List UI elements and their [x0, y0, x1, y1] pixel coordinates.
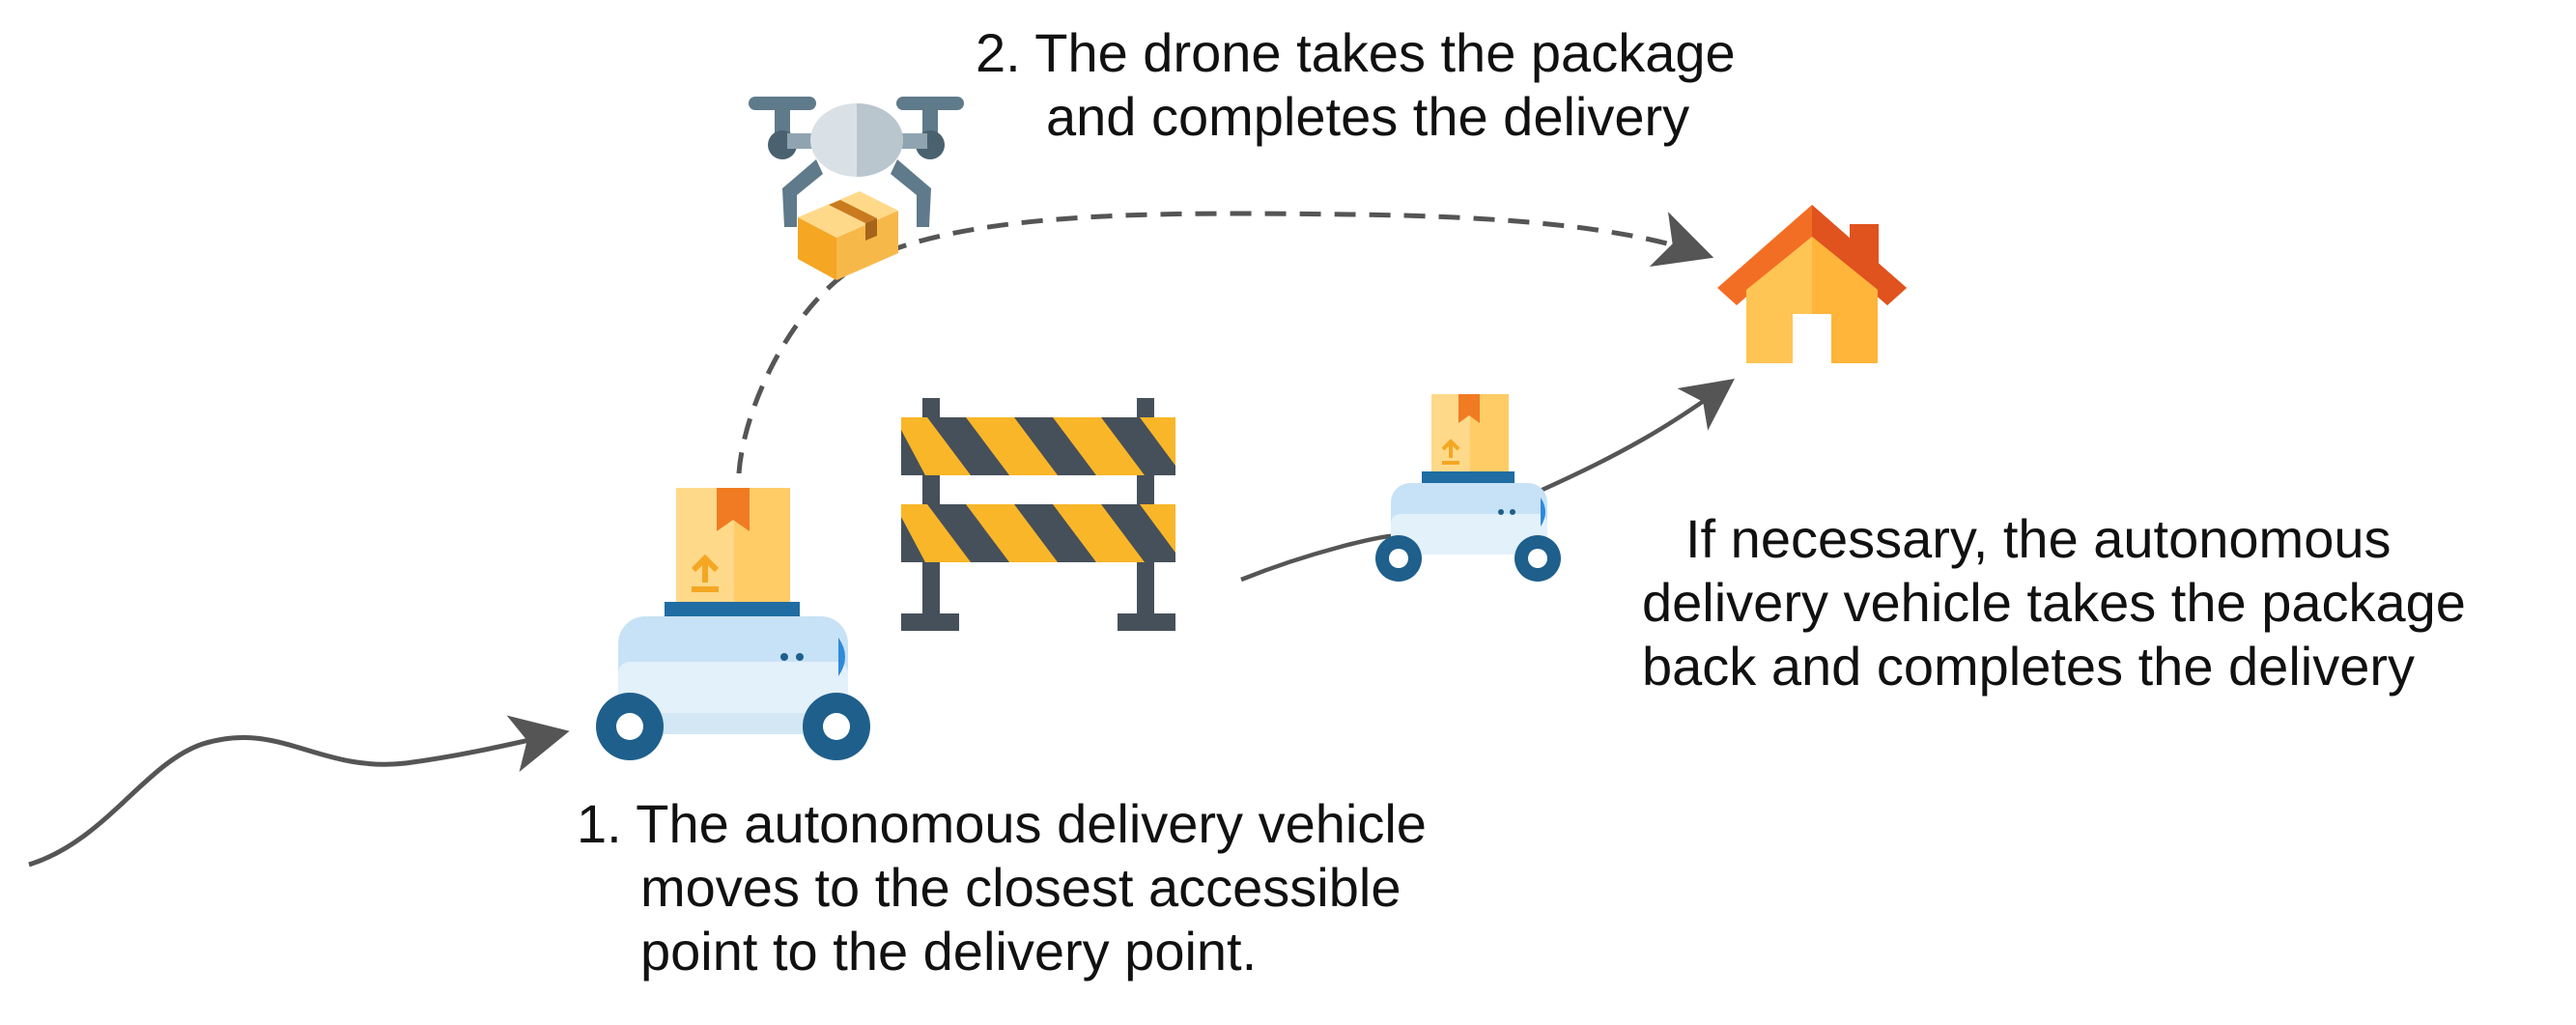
step-2-line-2: and completes the delivery: [1046, 86, 1690, 147]
delivery-robot-small-icon: [1375, 394, 1561, 582]
step-1-text-1: The autonomous delivery vehicle: [636, 793, 1427, 854]
package-icon: [798, 191, 898, 280]
step-2-text-1: The drone takes the package: [1034, 22, 1736, 83]
fallback-line-1: If necessary, the autonomous: [1685, 508, 2392, 569]
step-2-caption: 2. The drone takes the package and compl…: [976, 21, 1736, 149]
step-1-number: 1.: [577, 793, 622, 854]
arrow-vehicle-fallback: [1240, 533, 1392, 583]
arrow-vehicle-to-house: [1535, 379, 1735, 496]
arrow-drone-route: [736, 211, 1714, 474]
step-1-line-3: point to the delivery point.: [640, 921, 1258, 982]
road-barrier-icon: [901, 398, 1175, 631]
fallback-line-3: back and completes the delivery: [1642, 636, 2415, 697]
step-1-line-2: moves to the closest accessible: [640, 857, 1401, 918]
fallback-note: If necessary, the autonomous delivery ve…: [1642, 507, 2466, 698]
delivery-robot-icon: [596, 488, 870, 760]
house-icon: [1717, 205, 1907, 363]
step-1-caption: 1. The autonomous delivery vehicle moves…: [577, 792, 1427, 983]
arrow-approach: [28, 715, 570, 868]
fallback-line-2: delivery vehicle takes the package: [1642, 572, 2466, 633]
step-2-line-1: 2. The drone takes the package: [976, 21, 1736, 85]
drone-icon: [749, 97, 964, 227]
step-1-line-1: 1. The autonomous delivery vehicle: [577, 792, 1427, 856]
step-2-number: 2.: [976, 22, 1021, 83]
